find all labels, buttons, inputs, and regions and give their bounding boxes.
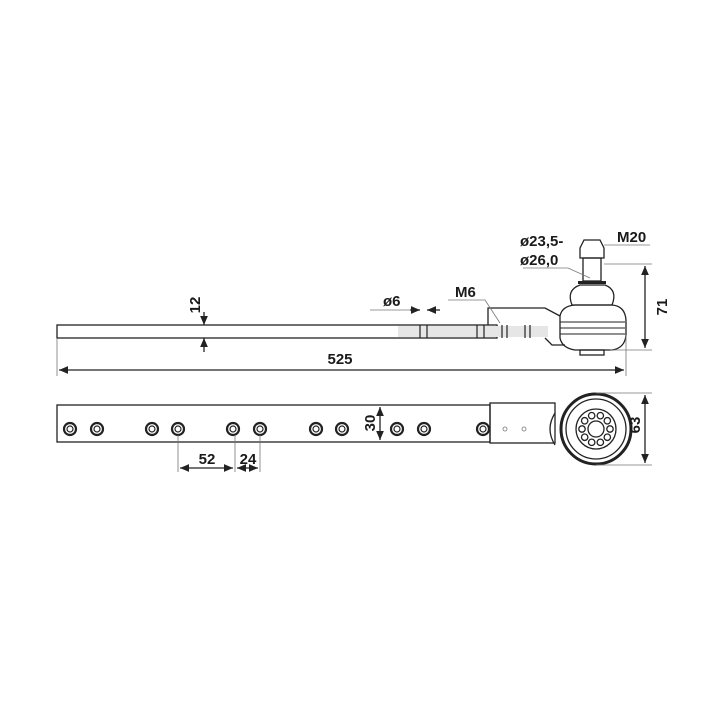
bar-hole: [66, 425, 74, 433]
bearing-ball: [587, 438, 596, 447]
bar-hole: [256, 425, 264, 433]
stud: [582, 257, 602, 282]
length-label: 525: [327, 351, 352, 368]
boot-ring: [578, 281, 606, 284]
bar-hole: [174, 425, 182, 433]
bearing-ball: [606, 425, 614, 433]
bar-hole: [479, 425, 487, 433]
hole-spacing-label: 24: [240, 451, 257, 468]
stud-diameter-label-line1: ø23,5-: [520, 233, 563, 250]
bar-hole: [93, 425, 101, 433]
stud-thread-label: M20: [617, 229, 646, 246]
bar-holes: [62, 421, 491, 437]
eye-bore: [587, 420, 605, 438]
bearing-ball: [580, 433, 589, 442]
rubber-boot: [569, 284, 615, 306]
bar-hole: [148, 425, 156, 433]
side-view: 30 52 24 63: [56, 392, 652, 472]
bar-hole: [420, 425, 428, 433]
stud-diameter-label-line2: ø26,0: [520, 252, 558, 269]
bearing-ball: [603, 416, 612, 425]
bearing-ball: [587, 411, 596, 420]
bearing-ball: [596, 438, 605, 447]
width-label: 30: [362, 415, 379, 432]
bar-hole: [338, 425, 346, 433]
bearing-ball: [596, 411, 605, 420]
hole-pitch-label: 52: [199, 451, 216, 468]
clevis-top: [487, 307, 565, 346]
hole-diameter-label: ø6: [383, 293, 401, 310]
bar-hole: [312, 425, 320, 433]
bearing-ball: [578, 425, 586, 433]
holes-section: [419, 325, 531, 338]
eye-outer: [559, 392, 633, 466]
bearing-balls: [578, 411, 614, 447]
bearing-ball: [580, 416, 589, 425]
bar-hole: [229, 425, 237, 433]
thread-label: M6: [455, 284, 476, 301]
clevis-side: [489, 402, 556, 444]
bar-hatched-section: [398, 326, 548, 337]
height-label: 71: [654, 299, 671, 316]
eye-diameter-label: 63: [627, 417, 644, 434]
ball-bottom: [579, 349, 605, 356]
bearing-ball: [603, 433, 612, 442]
top-view: 12 ø6 M6 ø23,5- ø26,0 M20 71 525: [56, 229, 671, 376]
bar-hole: [393, 425, 401, 433]
eye-neck: [549, 412, 556, 446]
thickness-label: 12: [187, 297, 204, 314]
nut-icon: [579, 239, 605, 259]
